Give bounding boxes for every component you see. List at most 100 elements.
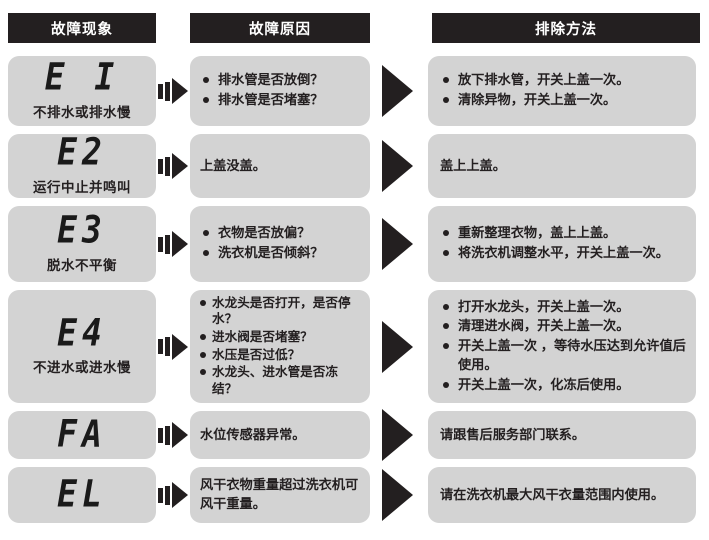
cause-text: 上盖没盖。 xyxy=(200,157,266,173)
list-item: 开关上盖一次，化冻后使用。 xyxy=(440,376,686,395)
solution-text: 请在洗衣机最大风干衣量范围内使用。 xyxy=(440,486,665,502)
list-item: 开关上盖一次 ，等待水压达到允许值后使用。 xyxy=(440,337,686,374)
list-item: 进水阀是否堵塞？ xyxy=(200,329,362,346)
list-item: 重新整理衣物，盖上上盖。 xyxy=(440,224,686,243)
table-row: E I 不排水或排水慢 排水管是否放倒？ 排水管是否堵塞？ xyxy=(0,56,709,126)
arrow-tail-segment xyxy=(158,487,163,503)
error-code-cell: EL xyxy=(8,467,156,523)
table-row: EL 风干衣物重量超过洗衣机可风干重量。 请在洗衣机最大风干衣量范围内使用。 xyxy=(0,467,709,523)
triangle-arrow-icon xyxy=(382,65,413,117)
list-item: 清除异物，开关上盖一次。 xyxy=(440,91,686,110)
segmented-arrow-icon xyxy=(158,78,188,104)
cause-cell: 上盖没盖。 xyxy=(190,134,370,198)
triangle-arrow-icon xyxy=(382,469,413,521)
error-code-cell: E2 运行中止并鸣叫 xyxy=(8,129,156,198)
triangle-arrow-icon xyxy=(382,409,413,461)
error-code-subtitle: 脱水不平衡 xyxy=(47,257,117,273)
arrow-tail-segment xyxy=(158,427,163,443)
arrow-tail-segment xyxy=(165,156,170,176)
table-row: E2 运行中止并鸣叫 上盖没盖。 盖上上盖。 xyxy=(0,129,709,198)
solution-cell: 重新整理衣物，盖上上盖。 将洗衣机调整水平，开关上盖一次。 xyxy=(428,206,696,282)
arrow-tail-segment xyxy=(165,81,170,101)
cause-cell: 风干衣物重量超过洗衣机可风干重量。 xyxy=(190,467,370,523)
solution-cell: 盖上上盖。 xyxy=(428,134,696,198)
list-item: 放下排水管，开关上盖一次。 xyxy=(440,71,686,90)
triangle-arrow-icon xyxy=(382,140,413,192)
error-code-subtitle: 运行中止并鸣叫 xyxy=(33,179,131,195)
segmented-arrow-icon xyxy=(158,422,188,448)
table-header-row: 故障现象 故障原因 排除方法 xyxy=(0,13,709,43)
cause-cell: 水位传感器异常。 xyxy=(190,411,370,459)
arrow-tail-segment xyxy=(165,425,170,445)
list-item: 衣物是否放偏？ xyxy=(200,224,362,243)
list-item: 将洗衣机调整水平，开关上盖一次。 xyxy=(440,244,686,263)
arrow-to-solution xyxy=(370,56,428,126)
table-row: E4 不进水或进水慢 水龙头是否打开，是否停水？ 进水阀是否堵塞？ 水压是否过低… xyxy=(0,290,709,403)
arrow-to-cause xyxy=(156,411,190,459)
arrow-head-icon xyxy=(172,231,188,257)
cause-cell: 排水管是否放倒？ 排水管是否堵塞？ xyxy=(190,56,370,126)
error-code-cell: E4 不进水或进水慢 xyxy=(8,290,156,403)
solution-list: 放下排水管，开关上盖一次。 清除异物，开关上盖一次。 xyxy=(440,71,686,110)
cause-list: 水龙头是否打开，是否停水？ 进水阀是否堵塞？ 水压是否过低？ 水龙头、进水管是否… xyxy=(200,295,362,399)
cause-cell: 衣物是否放偏？ 洗衣机是否倾斜？ xyxy=(190,206,370,282)
cause-text: 风干衣物重量超过洗衣机可风干重量。 xyxy=(200,477,359,511)
arrow-to-solution xyxy=(370,290,428,403)
table-row: FA 水位传感器异常。 请跟售后服务部门联系。 xyxy=(0,409,709,461)
arrow-to-cause xyxy=(156,206,190,282)
list-item: 水龙头、进水管是否冻结？ xyxy=(200,364,362,397)
segmented-arrow-icon xyxy=(158,231,188,257)
arrow-to-solution xyxy=(370,467,428,523)
segmented-arrow-icon xyxy=(158,333,188,360)
list-item: 水压是否过低？ xyxy=(200,347,362,364)
header-fault-phenomenon: 故障现象 xyxy=(8,13,156,43)
error-code-display: E3 xyxy=(57,207,107,252)
solution-cell: 请跟售后服务部门联系。 xyxy=(428,411,696,459)
cause-list: 衣物是否放偏？ 洗衣机是否倾斜？ xyxy=(200,224,362,263)
solution-text: 请跟售后服务部门联系。 xyxy=(440,426,586,442)
solution-list: 重新整理衣物，盖上上盖。 将洗衣机调整水平，开关上盖一次。 xyxy=(440,224,686,263)
cause-text: 水位传感器异常。 xyxy=(200,426,306,442)
arrow-head-icon xyxy=(172,78,188,104)
header-solution: 排除方法 xyxy=(432,13,700,43)
arrow-tail-segment xyxy=(158,83,163,99)
arrow-tail-segment xyxy=(158,339,163,354)
arrow-tail-segment xyxy=(165,337,170,356)
error-code-subtitle: 不排水或排水慢 xyxy=(33,104,131,120)
arrow-tail-segment xyxy=(158,236,163,252)
arrow-head-icon xyxy=(172,482,188,508)
list-item: 清理进水阀，开关上盖一次。 xyxy=(440,317,686,336)
error-code-display: E I xyxy=(44,54,120,99)
triangle-arrow-icon xyxy=(382,218,413,270)
list-item: 水龙头是否打开，是否停水？ xyxy=(200,295,362,328)
triangle-arrow-icon xyxy=(382,320,413,373)
solution-cell: 打开水龙头，开关上盖一次。 清理进水阀，开关上盖一次。 开关上盖一次 ，等待水压… xyxy=(428,290,696,403)
list-item: 洗衣机是否倾斜？ xyxy=(200,244,362,263)
error-code-subtitle: 不进水或进水慢 xyxy=(33,360,131,376)
arrow-head-icon xyxy=(172,422,188,448)
cause-list: 排水管是否放倒？ 排水管是否堵塞？ xyxy=(200,71,362,110)
arrow-tail-segment xyxy=(158,158,163,174)
arrow-tail-segment xyxy=(165,234,170,254)
list-item: 排水管是否堵塞？ xyxy=(200,91,362,110)
segmented-arrow-icon xyxy=(158,482,188,508)
arrow-to-solution xyxy=(370,409,428,461)
solution-cell: 放下排水管，开关上盖一次。 清除异物，开关上盖一次。 xyxy=(428,56,696,126)
header-fault-cause: 故障原因 xyxy=(190,13,370,43)
error-code-display: E2 xyxy=(57,129,107,174)
arrow-to-cause xyxy=(156,290,190,403)
error-code-cell: E I 不排水或排水慢 xyxy=(8,56,156,126)
error-code-display: EL xyxy=(57,471,107,516)
arrow-to-solution xyxy=(370,134,428,198)
arrow-head-icon xyxy=(172,333,188,360)
list-item: 打开水龙头，开关上盖一次。 xyxy=(440,298,686,317)
solution-list: 打开水龙头，开关上盖一次。 清理进水阀，开关上盖一次。 开关上盖一次 ，等待水压… xyxy=(440,298,686,396)
arrow-to-cause xyxy=(156,134,190,198)
list-item: 排水管是否放倒？ xyxy=(200,71,362,90)
error-code-cell: FA xyxy=(8,411,156,459)
cause-cell: 水龙头是否打开，是否停水？ 进水阀是否堵塞？ 水压是否过低？ 水龙头、进水管是否… xyxy=(190,290,370,403)
solution-cell: 请在洗衣机最大风干衣量范围内使用。 xyxy=(428,467,696,523)
error-code-cell: E3 脱水不平衡 xyxy=(8,206,156,282)
solution-text: 盖上上盖。 xyxy=(440,157,506,173)
